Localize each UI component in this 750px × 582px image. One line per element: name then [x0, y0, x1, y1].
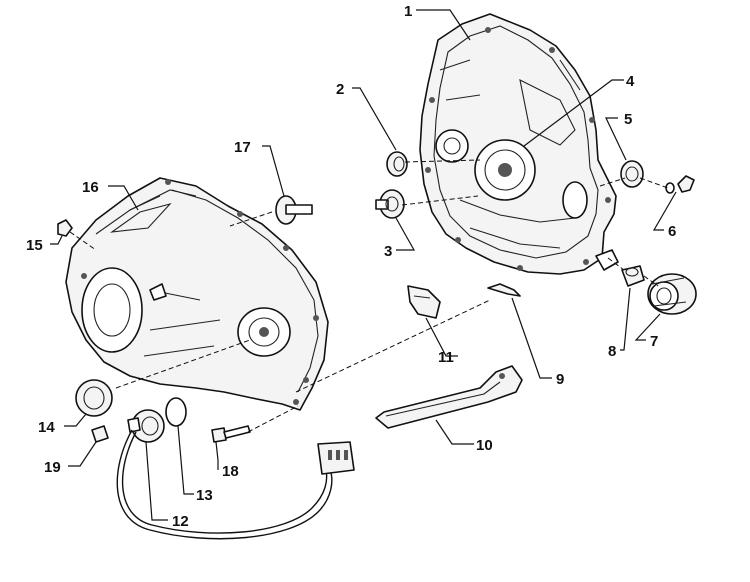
label-3: 3: [384, 243, 392, 260]
label-10: 10: [476, 437, 493, 454]
label-7: 7: [650, 333, 658, 350]
label-5: 5: [624, 111, 632, 128]
label-16: 16: [82, 179, 99, 196]
part-2-oil-seal: [386, 151, 408, 177]
label-17: 17: [234, 139, 251, 156]
part-17-breather-plug: [275, 195, 313, 225]
sensor-harness: [116, 429, 355, 540]
part-16-transmission-case: [65, 177, 329, 411]
label-9: 9: [556, 371, 564, 388]
label-11: 11: [438, 349, 454, 366]
label-12: 12: [172, 513, 189, 530]
part-8-bushing: [621, 265, 645, 287]
part-5-oil-seal: [620, 160, 644, 188]
label-6: 6: [668, 223, 676, 240]
part-15-bolt: [57, 219, 73, 237]
part-9-clip: [487, 283, 521, 297]
part-3-plug: [375, 189, 405, 219]
part-12-speed-sensor: [127, 409, 165, 443]
label-19: 19: [44, 459, 61, 476]
leader-lines: [50, 9, 677, 521]
part-18-bolt: [211, 425, 251, 443]
part-19-bolt: [91, 425, 109, 443]
part-13-o-ring: [165, 397, 187, 427]
label-15: 15: [26, 237, 43, 254]
label-1: 1: [404, 3, 412, 20]
label-18: 18: [222, 463, 239, 480]
part-10-release-fork: [375, 365, 523, 429]
part-7-release-bearing: [647, 273, 697, 315]
label-4: 4: [626, 73, 635, 90]
part-14-oil-seal: [75, 379, 113, 417]
callout-labels: 1 2 3 4 5 6 7 8 9 10 11 12 13 14 15 16 1…: [26, 3, 676, 530]
part-6-bolt: [665, 175, 695, 194]
label-2: 2: [336, 81, 344, 98]
assembly-lines: [69, 159, 669, 433]
part-11-boot: [407, 285, 441, 319]
part-1-clutch-housing: [419, 13, 619, 275]
label-13: 13: [196, 487, 213, 504]
label-14: 14: [38, 419, 55, 436]
label-8: 8: [608, 343, 616, 360]
